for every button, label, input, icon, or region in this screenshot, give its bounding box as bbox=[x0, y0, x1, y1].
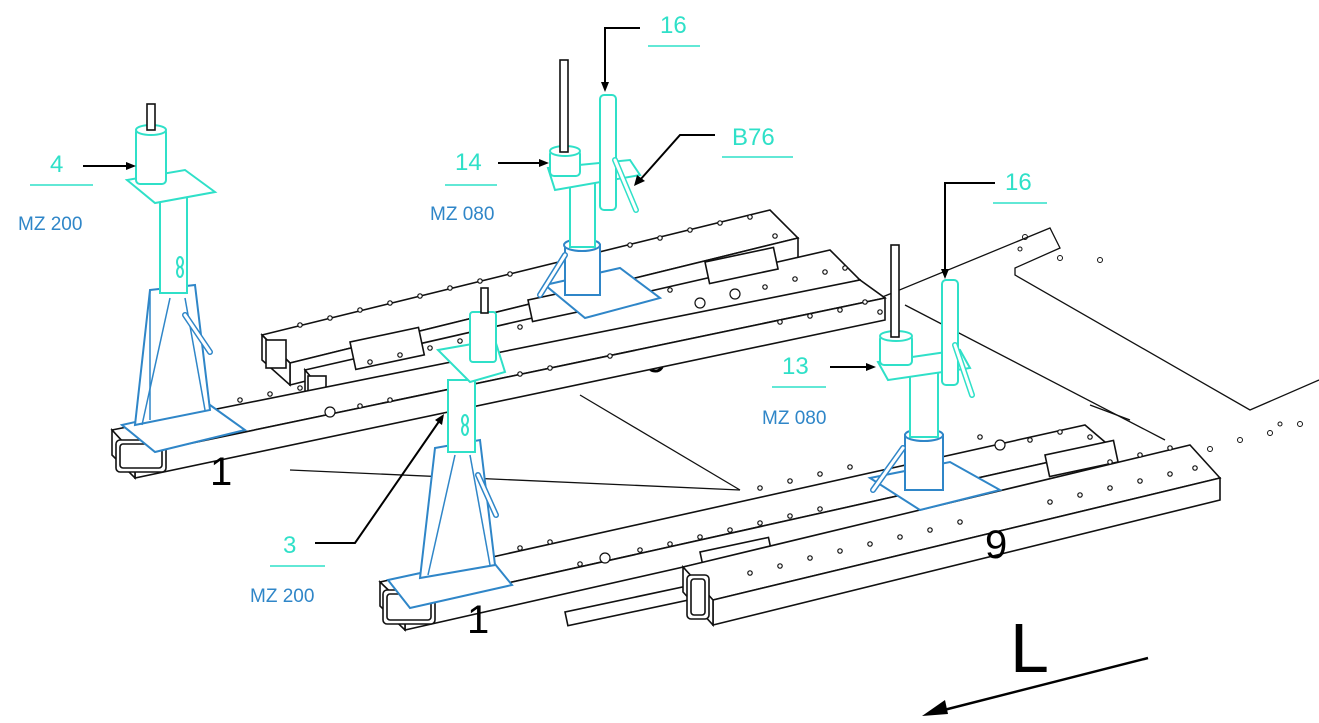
label-part-4: 4 bbox=[50, 151, 63, 178]
beam-9-front: 9 bbox=[681, 444, 1222, 628]
stand-14 bbox=[537, 59, 663, 320]
direction-indicator: L bbox=[922, 609, 1149, 716]
stand-3 bbox=[386, 287, 514, 610]
part-labels: 4 MZ 200 14 MZ 080 16 B76 16 13 MZ 080 3… bbox=[18, 12, 1047, 607]
beam-1-front-holes bbox=[517, 429, 1093, 567]
stand-4 bbox=[119, 103, 248, 454]
label-part-14-model: MZ 080 bbox=[430, 204, 494, 225]
direction-label: L bbox=[1010, 609, 1049, 687]
beam-9-front-holes bbox=[747, 445, 1198, 576]
label-part-b76: B76 bbox=[732, 124, 775, 151]
beam-9-front-label: 9 bbox=[985, 523, 1007, 567]
stand-13 bbox=[867, 244, 1003, 512]
beam-1-front-label: 1 bbox=[467, 598, 489, 642]
label-part-4-model: MZ 200 bbox=[18, 214, 82, 235]
beam-1-left-holes bbox=[237, 299, 883, 418]
label-part-3: 3 bbox=[283, 532, 296, 559]
label-part-16-right: 16 bbox=[1005, 169, 1032, 196]
label-part-13: 13 bbox=[782, 353, 809, 380]
label-part-3-model: MZ 200 bbox=[250, 586, 314, 607]
arrow-down-left-icon bbox=[922, 656, 1149, 716]
beam-9-back-holes bbox=[297, 214, 848, 374]
label-part-13-model: MZ 080 bbox=[762, 408, 826, 429]
label-part-14: 14 bbox=[455, 149, 482, 176]
beam-1-left-label: 1 bbox=[210, 450, 232, 494]
leader-lines bbox=[83, 27, 995, 544]
label-part-16-top: 16 bbox=[660, 12, 687, 39]
